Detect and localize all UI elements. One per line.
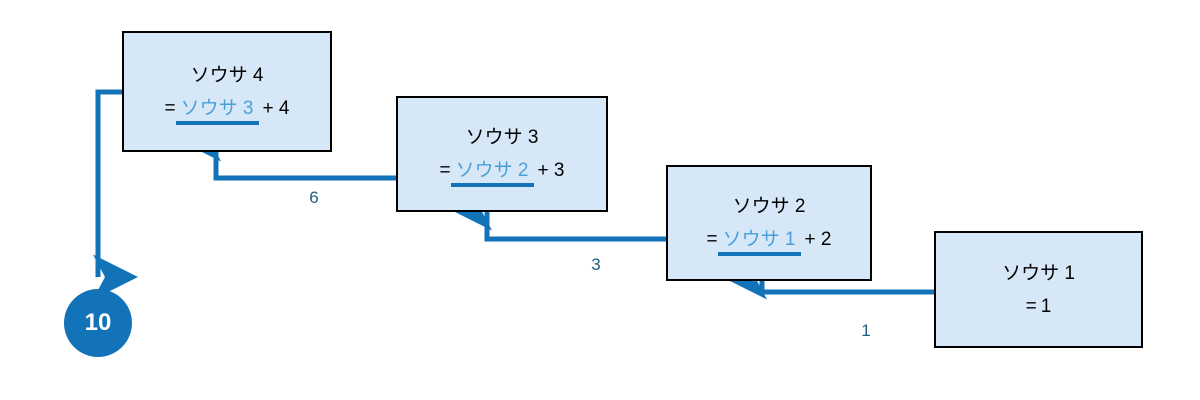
- equals-sign: =: [164, 97, 176, 119]
- edge-path-2-to-3: [447, 185, 666, 242]
- equals-sign: =: [706, 229, 718, 250]
- node-box-operation-4[interactable]: ソウサ 4 = ソウサ 3 + 4: [122, 31, 332, 152]
- edge-label-3-to-4: 6: [309, 188, 319, 207]
- node-added-term: + 4: [262, 97, 290, 119]
- node-title: ソウサ 2: [732, 196, 806, 217]
- result-circle: 10: [64, 289, 132, 357]
- node-reference-label: ソウサ 2: [455, 160, 529, 181]
- node-base-value: 1: [1040, 295, 1052, 317]
- edge-path-3-to-4: [176, 116, 396, 181]
- node-box-operation-3[interactable]: ソウサ 3 = ソウサ 2 + 3: [396, 96, 608, 212]
- equals-sign: =: [439, 160, 451, 181]
- node-title: ソウサ 3: [465, 127, 539, 148]
- node-box-operation-1[interactable]: ソウサ 1 = 1: [934, 231, 1143, 348]
- node-expression: = ソウサ 1 + 2: [706, 229, 832, 256]
- node-box-operation-2[interactable]: ソウサ 2 = ソウサ 1 + 2: [666, 165, 872, 281]
- node-added-term: + 2: [804, 229, 832, 250]
- result-value: 10: [84, 309, 112, 336]
- node-reference-link[interactable]: ソウサ 1: [717, 229, 801, 256]
- reference-underline: [450, 183, 534, 187]
- node-reference-link[interactable]: ソウサ 2: [450, 160, 534, 187]
- node-reference-label: ソウサ 1: [722, 229, 796, 250]
- edge-label-1-to-2: 1: [861, 321, 871, 340]
- node-title: ソウサ 1: [1002, 262, 1075, 284]
- node-added-term: + 3: [537, 160, 565, 181]
- equals-sign: =: [1025, 295, 1037, 317]
- node-reference-link[interactable]: ソウサ 3: [175, 97, 259, 125]
- node-expression: = ソウサ 3 + 4: [164, 97, 290, 125]
- edge-path-1-to-2: [722, 254, 934, 300]
- edge-label-2-to-3: 3: [591, 255, 601, 274]
- edge-path-4-to-result: [93, 89, 138, 300]
- node-expression: = 1: [1026, 297, 1052, 316]
- reference-underline: [717, 252, 801, 256]
- node-title: ソウサ 4: [190, 64, 264, 86]
- reference-underline: [175, 120, 259, 125]
- node-reference-label: ソウサ 3: [180, 97, 254, 119]
- node-expression: = ソウサ 2 + 3: [439, 160, 565, 187]
